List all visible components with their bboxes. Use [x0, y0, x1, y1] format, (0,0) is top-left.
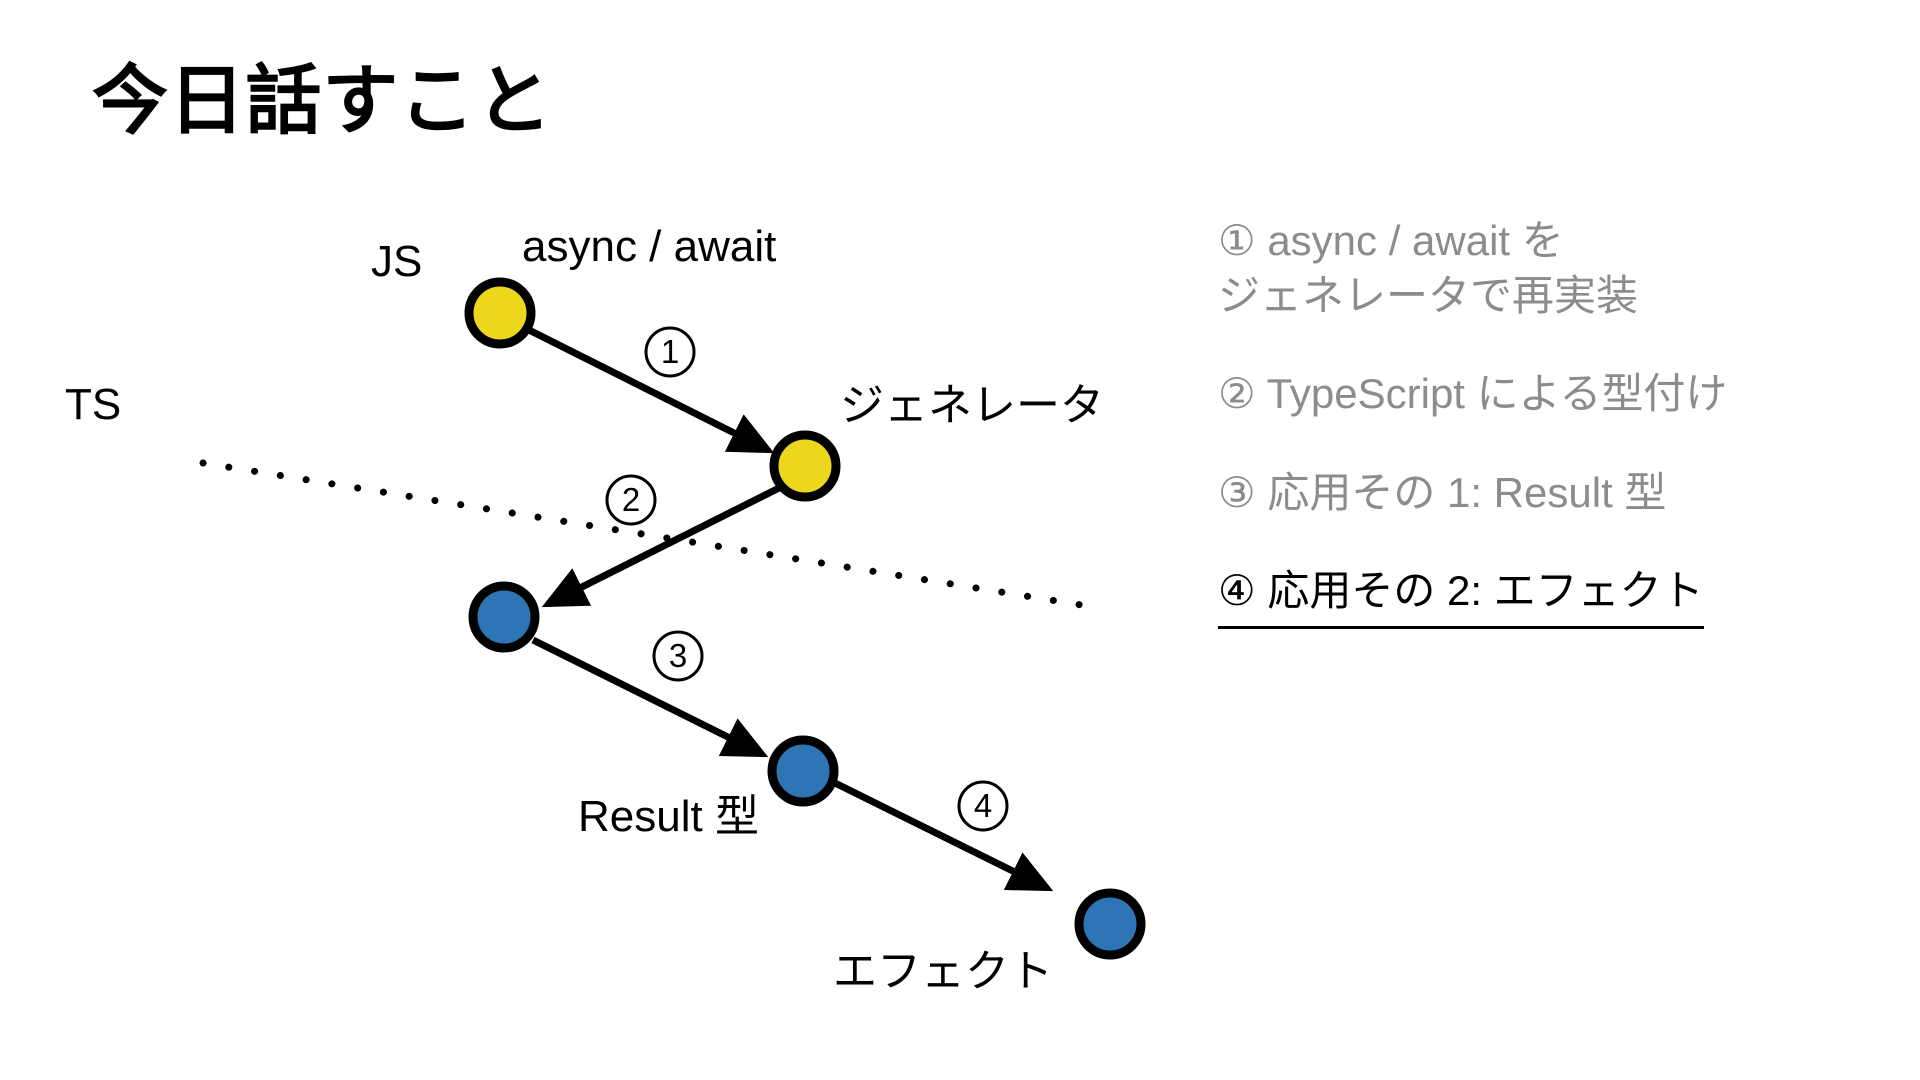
- node-effect[interactable]: [1074, 888, 1146, 960]
- edge-2-line: [541, 483, 783, 608]
- node-generator[interactable]: [769, 430, 841, 502]
- node-label-generator: ジェネレータ: [840, 381, 1104, 430]
- node-label-async-await: async / await: [522, 222, 777, 271]
- node-label-effect: エフェクト: [833, 947, 1053, 996]
- node-async-await[interactable]: [464, 277, 536, 349]
- layer-label-ts: TS: [65, 380, 122, 429]
- edge-4-marker: 4: [957, 780, 1009, 832]
- svg-text:1: 1: [661, 333, 679, 370]
- node-result-type[interactable]: [767, 735, 839, 807]
- node-label-result-type: Result 型: [578, 792, 759, 841]
- concept-diagram: 1 2 3 4: [199, 277, 1146, 960]
- edge-1-line: [527, 326, 775, 454]
- svg-text:3: 3: [669, 637, 687, 674]
- agenda-item-2[interactable]: ② TypeScript による型付け: [1218, 370, 1728, 418]
- edge-1-marker: 1: [644, 326, 696, 378]
- layer-label-js: JS: [371, 237, 423, 286]
- agenda-list: ① async / await を ジェネレータで再実装 ② TypeScrip…: [1218, 214, 1878, 669]
- svg-text:2: 2: [622, 481, 640, 518]
- agenda-item-1[interactable]: ① async / await を ジェネレータで再実装: [1218, 217, 1639, 319]
- agenda-item-4[interactable]: ④ 応用その 2: エフェクト: [1218, 564, 1704, 629]
- edge-3-line: [531, 636, 769, 758]
- js-ts-boundary-line: [199, 459, 1104, 612]
- page-title: 今日話すこと: [92, 59, 553, 144]
- svg-text:4: 4: [974, 787, 992, 824]
- edge-4-line: [829, 777, 1054, 892]
- node-typescript-generator[interactable]: [468, 581, 540, 653]
- edge-3-marker: 3: [652, 630, 704, 682]
- edge-2-marker: 2: [605, 474, 657, 526]
- agenda-item-3[interactable]: ③ 応用その 1: Result 型: [1218, 468, 1667, 516]
